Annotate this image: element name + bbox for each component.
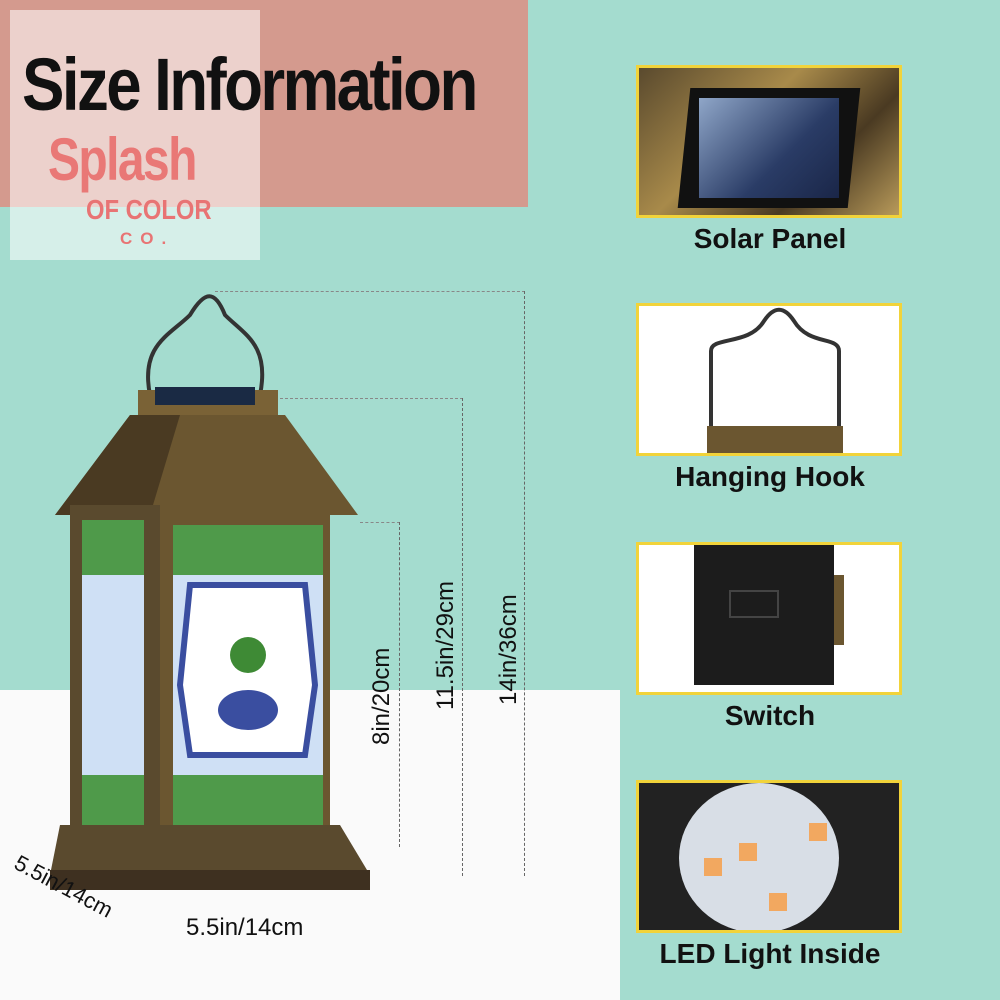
switch-image: [636, 542, 902, 695]
dimension-line: [524, 291, 525, 876]
led-light-image: [636, 780, 902, 933]
logo-watermark: [10, 10, 260, 260]
solar-panel-image: [636, 65, 902, 218]
feature-label: Solar Panel: [693, 223, 847, 254]
dimension-line: [399, 522, 400, 847]
dimension-line: [462, 398, 463, 876]
total-height-label: 14in/36cm: [495, 594, 522, 705]
feature-label: LED Light Inside: [659, 938, 881, 969]
width-label: 5.5in/14cm: [186, 914, 304, 941]
dimension-line: [215, 291, 525, 292]
panel-height-label: 8in/20cm: [368, 647, 395, 745]
dimension-line: [280, 398, 463, 399]
logo-text: Splash: [48, 126, 197, 193]
logo-text: OF COLOR: [86, 194, 212, 225]
body-height-label: 11.5in/29cm: [432, 581, 459, 710]
feature-label: Hanging Hook: [675, 461, 865, 492]
hanging-hook-image: [636, 303, 902, 456]
feature-label: Switch: [724, 700, 816, 731]
dimension-line: [360, 522, 400, 523]
logo-text: CO.: [120, 229, 175, 248]
page-title: Size Information: [22, 43, 478, 126]
